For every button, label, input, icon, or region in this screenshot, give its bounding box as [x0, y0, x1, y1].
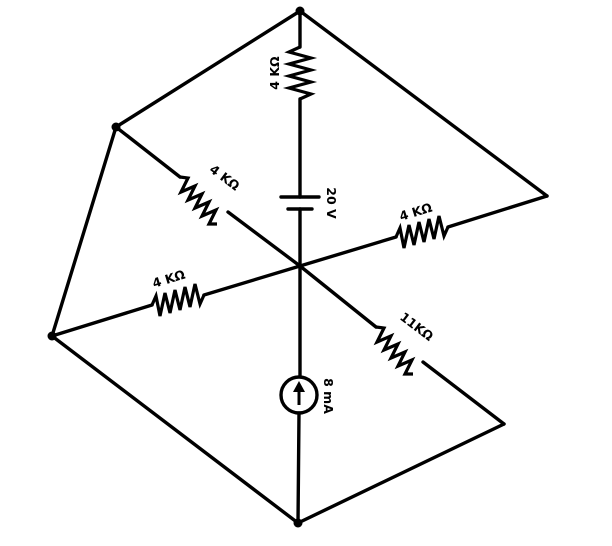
node-bottom: [293, 518, 303, 528]
wire-top-to-right: [298, 9, 549, 198]
labels: 4 KΩ 4 KΩ 20 V 4 KΩ 4 KΩ 11KΩ 8 mA: [151, 56, 437, 414]
wire-resistor-to-center-a: [226, 210, 302, 268]
wire-upper-left-to-left: [50, 125, 118, 338]
resistor-right: [394, 215, 450, 249]
label-upper-left-resistor: 4 KΩ: [207, 161, 243, 193]
wire-center-to-11k: [298, 264, 378, 329]
wire-bottom-to-lower-right: [296, 422, 506, 525]
wire-top-to-upper-left: [114, 9, 302, 129]
wire-left-to-resistor: [50, 303, 154, 338]
wire-resistor-to-center-b: [202, 264, 302, 297]
wire-upper-left-to-resistor: [114, 125, 182, 179]
arrow-up-icon: [293, 381, 305, 392]
node-top: [295, 6, 305, 16]
resistor-upper-left: [177, 175, 220, 226]
resistor-top: [282, 45, 318, 101]
wire-11k-to-lower-right: [421, 360, 506, 426]
resistor-lower-left: [150, 283, 206, 317]
label-top-resistor: 4 KΩ: [267, 56, 282, 90]
vertical-branch: [279, 9, 321, 525]
wire-left-to-bottom: [50, 334, 300, 525]
label-lower-left-resistor: 4 KΩ: [151, 267, 188, 291]
diagonal-branch-b: [50, 194, 549, 338]
label-lower-right-resistor: 11KΩ: [397, 309, 436, 344]
wire-current-source-to-bottom: [296, 411, 301, 525]
label-battery: 20 V: [324, 187, 339, 219]
wire-center-to-right-resistor: [298, 235, 398, 268]
node-left: [47, 331, 57, 341]
wire-right-resistor-to-right-node: [446, 194, 549, 229]
node-upper-left: [111, 122, 121, 132]
resistor-lower-right: [373, 325, 416, 376]
current-source: [279, 375, 319, 415]
outer-wires: [50, 9, 549, 525]
diagonal-branch-a: [114, 125, 506, 426]
nodes: [47, 6, 305, 528]
label-current-source: 8 mA: [321, 378, 336, 414]
